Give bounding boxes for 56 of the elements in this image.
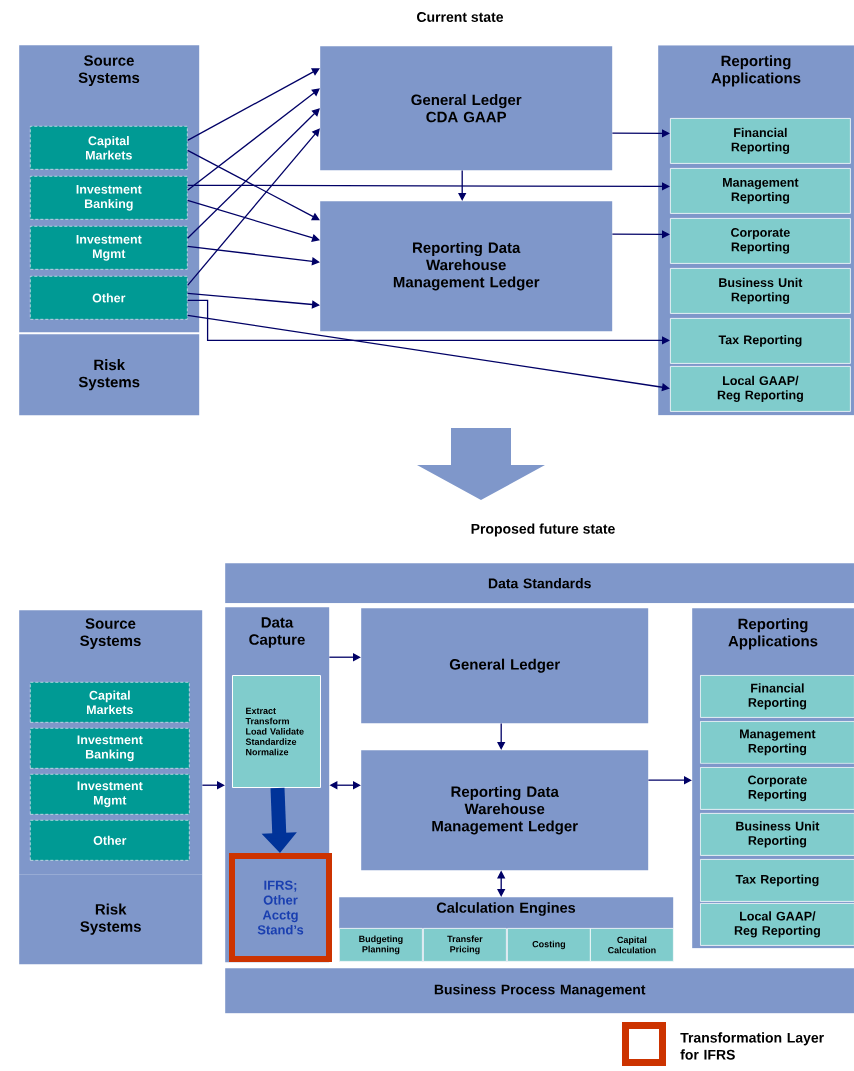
legend-text: Transformation Layer for IFRS: [680, 1032, 824, 1060]
arrow: [611, 129, 670, 138]
source-box: Investment Banking: [30, 728, 190, 769]
report-box: Local GAAP/ Reg Reporting: [700, 903, 854, 946]
arrow: [186, 299, 670, 345]
node-label: Source Systems: [80, 618, 141, 649]
arrow: [186, 68, 320, 141]
banner-bar: Data Standards: [225, 563, 854, 604]
process-box: General Ledger CDA GAAP: [320, 46, 613, 171]
report-box: Tax Reporting: [670, 318, 851, 364]
report-box: Transfer Pricing: [423, 928, 507, 962]
step-list-box: Extract Transform Load Validate Standardize Normalize: [232, 675, 321, 788]
arrow: [611, 230, 670, 239]
source-box: Other: [30, 276, 188, 320]
report-box: Local GAAP/ Reg Reporting: [670, 366, 851, 412]
process-box: Risk Systems: [19, 334, 200, 416]
report-box: Business Unit Reporting: [700, 813, 854, 856]
report-box: Corporate Reporting: [670, 218, 851, 264]
source-box: Capital Markets: [30, 682, 190, 723]
report-box: Financial Reporting: [700, 675, 854, 718]
report-box: Costing: [507, 928, 591, 962]
arrow: [186, 314, 670, 392]
arrow: [186, 292, 320, 309]
report-box: Budgeting Planning: [339, 928, 423, 962]
source-box: Capital Markets: [30, 126, 188, 170]
standards-box: IFRS; Other Acctg Stand’s: [229, 853, 332, 962]
source-box: Investment Mgmt: [30, 226, 188, 270]
process-box: Reporting Data Warehouse Management Ledger: [361, 750, 649, 871]
source-box: Other: [30, 820, 190, 861]
section-heading: Proposed future state: [471, 523, 615, 537]
report-box: Management Reporting: [670, 168, 851, 214]
source-box: Investment Mgmt: [30, 774, 190, 815]
arrow: [186, 182, 670, 191]
node-label: Risk Systems: [78, 359, 140, 391]
arrow: [186, 199, 320, 242]
source-box: Investment Banking: [30, 176, 188, 220]
report-box: Capital Calculation: [590, 928, 674, 962]
arrow: [497, 722, 506, 750]
report-box: Business Unit Reporting: [670, 268, 851, 314]
section-heading: Current state: [417, 12, 504, 22]
process-box: Risk Systems: [19, 874, 203, 965]
node-label: Risk Systems: [80, 903, 141, 935]
arrow: [186, 149, 320, 221]
report-box: Corporate Reporting: [700, 767, 854, 810]
process-box: Reporting Data Warehouse Management Ledger: [320, 201, 613, 332]
arrow: [458, 169, 467, 201]
report-box: Tax Reporting: [700, 859, 854, 902]
arrow: [186, 108, 320, 239]
arrow: [186, 88, 320, 191]
process-box: General Ledger: [361, 608, 649, 724]
node-label: Source Systems: [78, 55, 140, 86]
arrow: [186, 245, 320, 266]
banner-bar: Business Process Management: [225, 968, 854, 1014]
report-box: Financial Reporting: [670, 118, 851, 164]
report-box: Management Reporting: [700, 721, 854, 764]
arrow: [186, 128, 320, 286]
